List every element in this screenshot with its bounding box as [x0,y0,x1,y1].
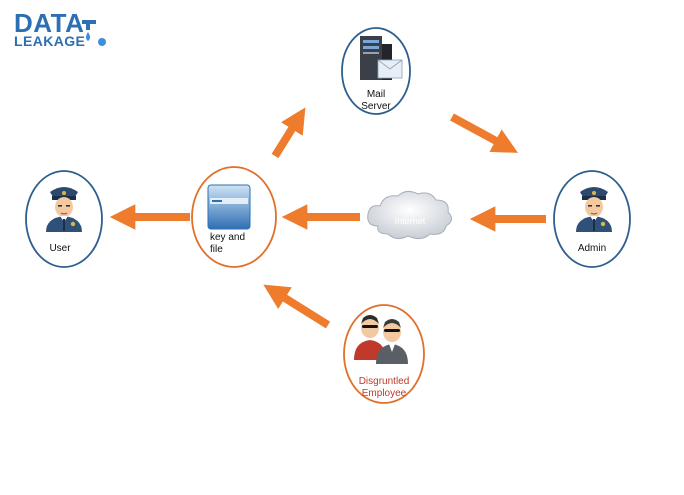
disgruntled-label: Disgruntled Employee [349,376,419,400]
two-agents-icon [354,315,408,364]
admin-label: Admin [577,243,607,254]
cloud-icon [367,190,452,240]
faucet-drop-icon [82,20,106,46]
disgruntled-circle [343,304,425,404]
police-officer-icon [575,186,613,233]
key-file-label-line1: key and [210,232,246,243]
mail-server-circle [341,27,411,115]
user-circle [25,170,103,268]
internet-label: Internet [394,216,426,226]
logo-leakage-text: LEAKAGE [14,33,86,49]
mail-server-label-line1: Mail [366,89,386,100]
arrow-disgruntled-to-keyfile [263,284,331,329]
user-label: User [49,243,71,254]
key-file-circle [191,166,277,268]
disgruntled-label-line2: Employee [361,388,407,399]
mail-server-label-line2: Server [361,101,391,112]
mail-server-label: Mail Server [351,89,401,113]
logo-data-text: DATA [14,8,85,38]
key-file-label: key and file [206,232,270,256]
document-icon [207,184,251,230]
arrow-mailserver-to-admin [450,113,518,153]
arrow-keyfile-to-mailserver [271,107,306,159]
key-file-label-line2: file [210,244,223,255]
admin-circle [553,170,631,268]
police-officer-icon [45,186,83,233]
disgruntled-label-line1: Disgruntled [358,376,410,387]
server-icon [360,36,403,80]
